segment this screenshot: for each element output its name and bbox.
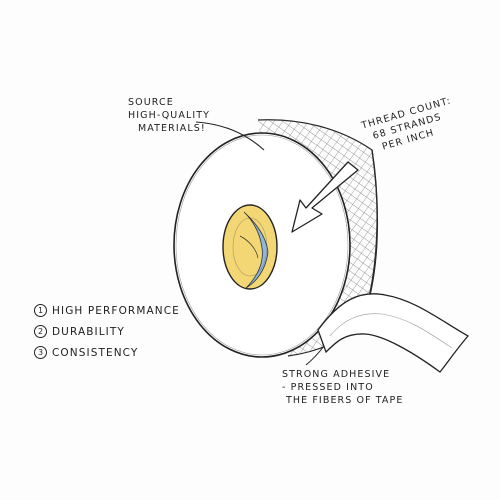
source-leader-line (195, 121, 265, 151)
adhesive-note-line-2: - pressed into (282, 382, 374, 393)
source-note: Source High-quality materials! (128, 96, 210, 135)
source-note-line-2: High-quality (128, 110, 211, 121)
adhesive-note-line-1: Strong adhesive (282, 369, 391, 380)
adhesive-note-line-3: the fibers of tape (286, 395, 404, 406)
source-note-line-3: materials! (138, 123, 206, 134)
features-list: 1 High performance 2 Durability 3 Consis… (34, 300, 180, 363)
feature-label: High performance (52, 304, 180, 317)
source-note-line-1: Source (128, 97, 174, 108)
adhesive-note: Strong adhesive - pressed into the fiber… (282, 368, 403, 407)
feature-item: 2 Durability (34, 321, 180, 342)
feature-number: 3 (34, 346, 47, 359)
adhesive-leader-line (305, 345, 325, 366)
feature-item: 1 High performance (34, 300, 180, 321)
tape-core (222, 204, 278, 290)
unrolling-tape-strip (317, 293, 470, 373)
feature-label: Consistency (52, 346, 139, 359)
pointer-arrow (291, 161, 359, 233)
feature-label: Durability (52, 325, 125, 338)
feature-number: 1 (34, 304, 47, 317)
feature-number: 2 (34, 325, 47, 338)
feature-item: 3 Consistency (34, 342, 180, 363)
